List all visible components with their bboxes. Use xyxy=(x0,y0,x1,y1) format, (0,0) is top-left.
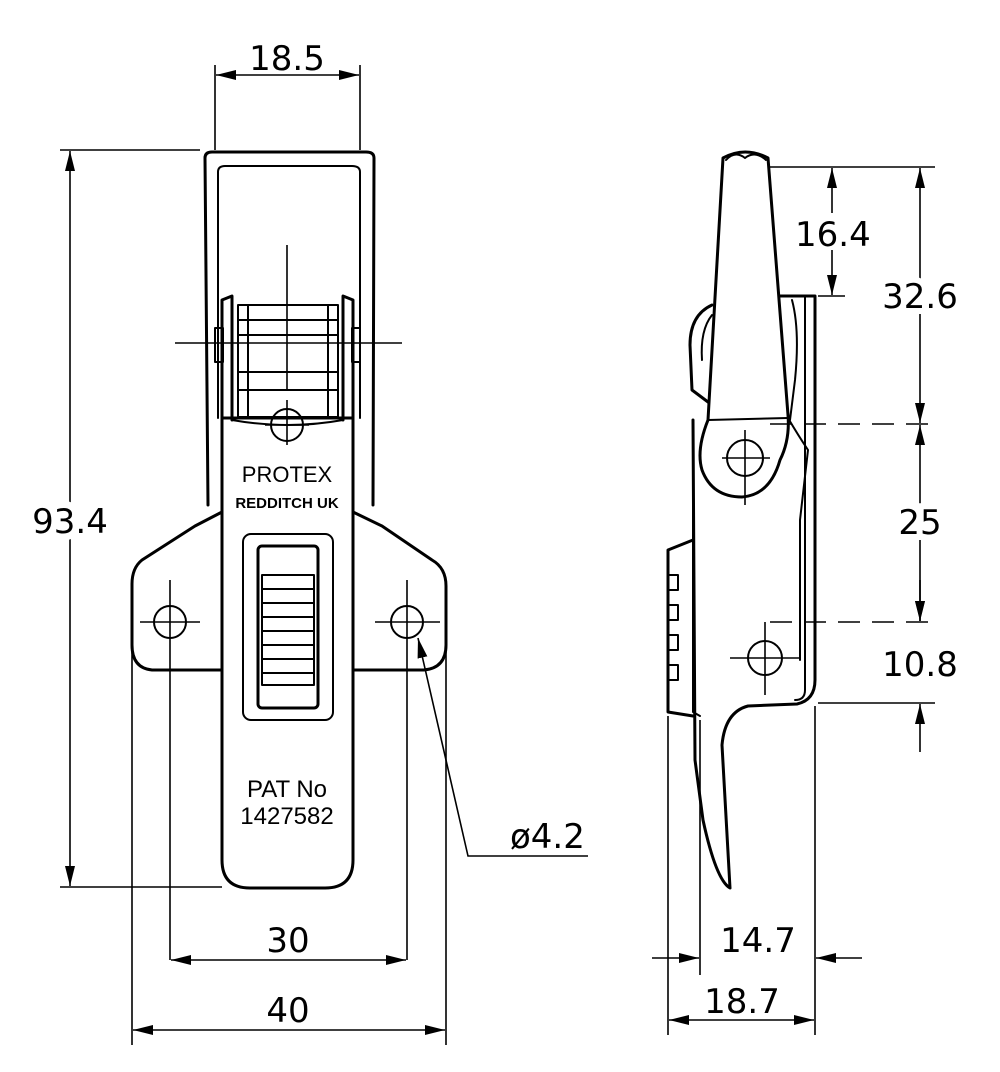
side-base-bracket xyxy=(691,294,817,890)
slide-button-frame xyxy=(242,533,334,721)
front-view: PROTEX REDDITCH UK PAT No 1427582 xyxy=(130,150,448,960)
dim-overall-height: 93.4 xyxy=(32,502,108,542)
side-view xyxy=(666,150,817,890)
slide-button xyxy=(256,544,320,710)
dim-base-width: 40 xyxy=(266,991,309,1031)
front-dimensions: 18.5 93.4 30 40 ø4.2 xyxy=(25,39,588,1045)
hook-loop xyxy=(203,150,376,507)
dim-side-hole-to-bottom: 10.8 xyxy=(882,645,958,685)
side-dimensions: 16.4 32.6 25 10.8 14.7 18.7 xyxy=(652,166,964,1035)
roller xyxy=(237,304,339,418)
dim-side-pivot-to-hole: 25 xyxy=(898,503,941,543)
dim-side-inner-depth: 14.7 xyxy=(720,921,796,961)
brand-subtext: REDDITCH UK xyxy=(235,495,338,512)
patent-label: PAT No xyxy=(247,776,327,803)
side-slide-button xyxy=(666,538,695,718)
dim-side-pivot-center: 32.6 xyxy=(882,277,958,317)
brand-text: PROTEX xyxy=(242,462,333,487)
dim-top-width: 18.5 xyxy=(249,39,325,79)
dim-hole-spacing: 30 xyxy=(266,921,309,961)
lever-body xyxy=(220,416,355,890)
base-plate xyxy=(130,510,448,672)
side-plate-inner xyxy=(794,295,806,701)
dim-side-overall-depth: 18.7 xyxy=(704,982,780,1022)
hook-loop-inner xyxy=(217,165,361,419)
patent-number: 1427582 xyxy=(240,803,333,830)
side-lever-arm xyxy=(698,150,790,499)
dim-side-top-to-pivot: 16.4 xyxy=(795,215,871,255)
side-pivot-housing xyxy=(688,303,714,407)
dim-hole-diameter: ø4.2 xyxy=(510,817,585,857)
